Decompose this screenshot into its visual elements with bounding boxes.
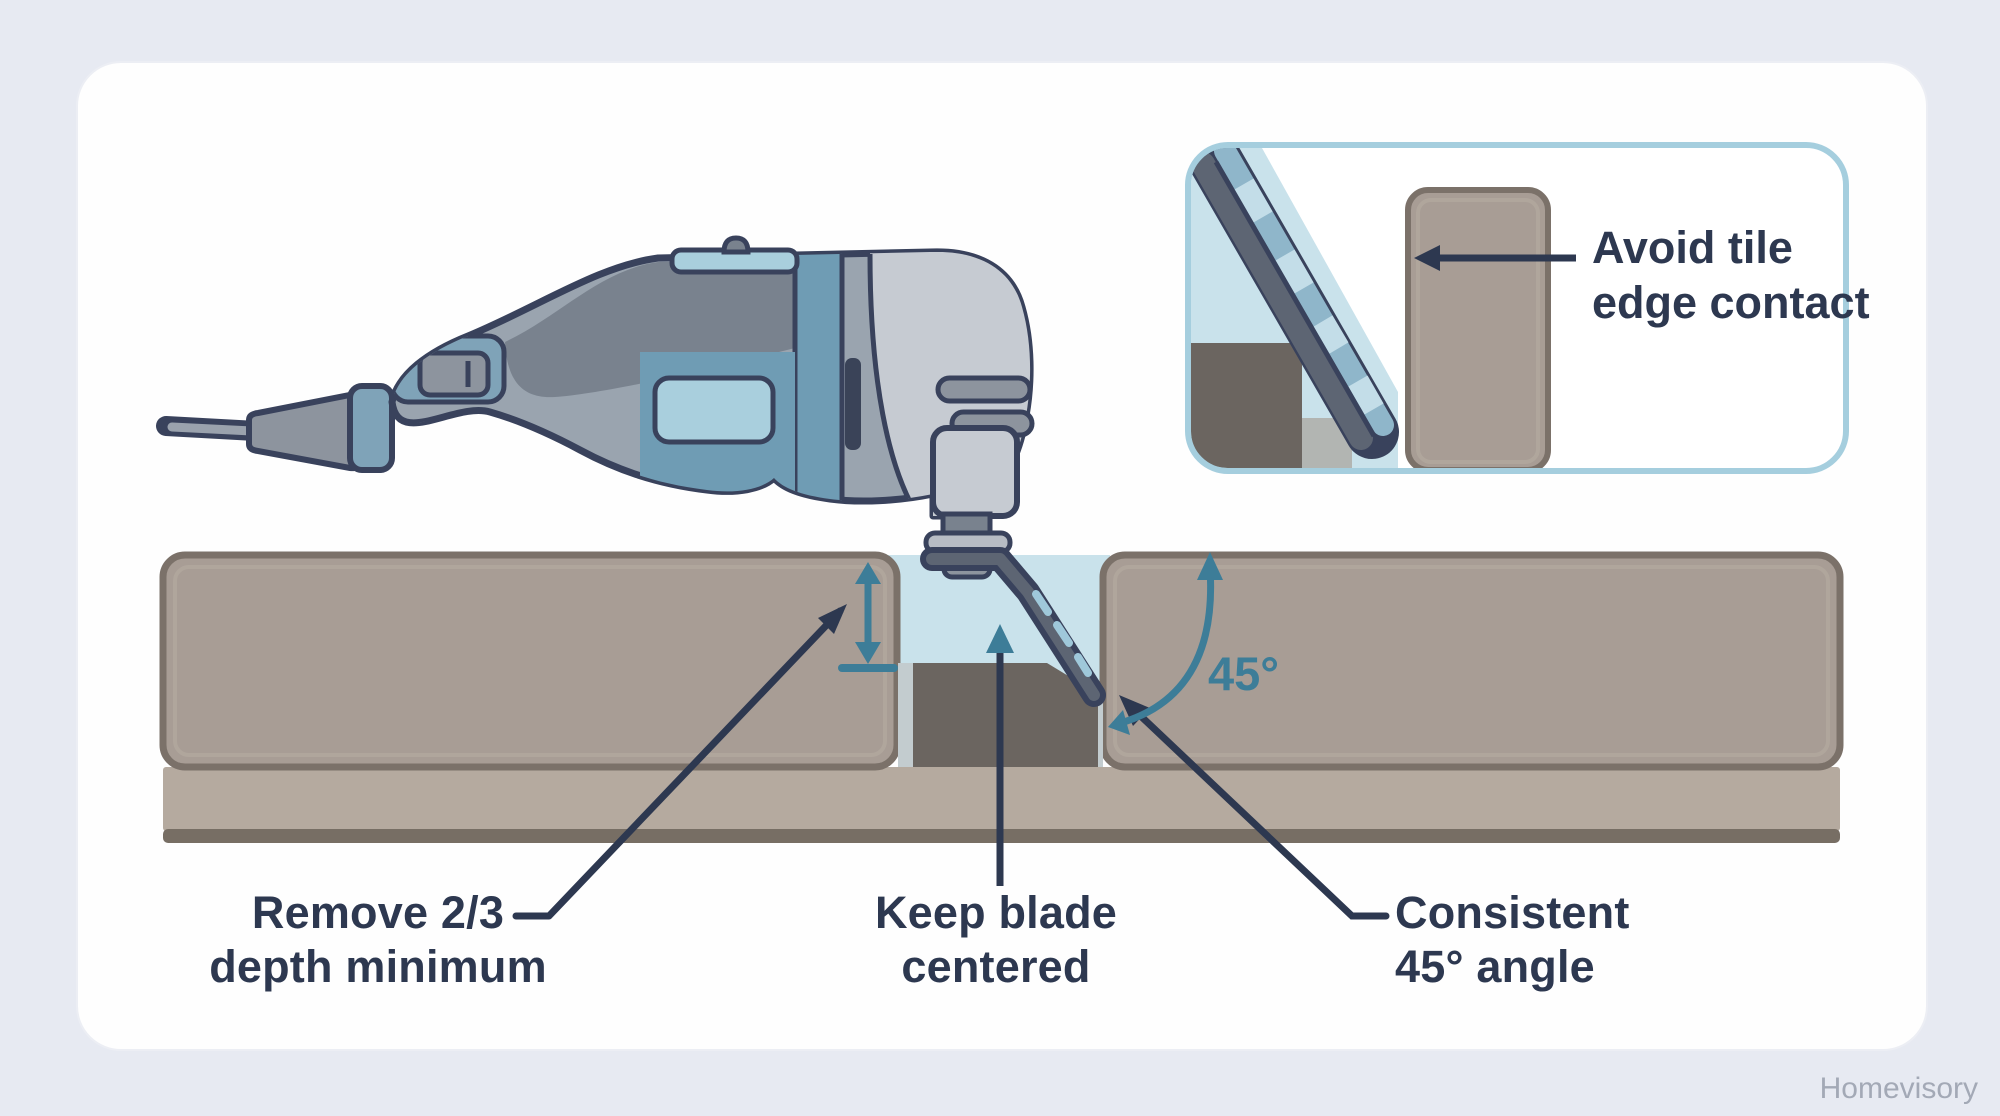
head-foot: [930, 425, 1020, 519]
groove-wall-left: [898, 663, 915, 767]
inset-callout-line1: Avoid tile: [1592, 222, 1793, 273]
inset-blade: [1191, 148, 1399, 459]
grip-window: [652, 375, 776, 445]
callout-depth-line2: depth minimum: [209, 941, 547, 992]
angle-measure-text: 45°: [1208, 647, 1280, 700]
callout-depth-line1: Remove 2/3: [251, 887, 505, 938]
callout-angle-line1: Consistent: [1395, 887, 1630, 938]
nose-vent: [935, 375, 1033, 404]
callout-depth: Remove 2/3 depth minimum: [158, 886, 598, 994]
inset-detail-panel: [1185, 142, 1849, 474]
inset-panel-border: [1185, 142, 1849, 474]
inset-tile: [1405, 187, 1551, 468]
power-cord: [156, 416, 266, 441]
left-tile: [159, 551, 901, 771]
angle-arc: [1108, 552, 1223, 735]
callout-centered: Keep blade centered: [776, 886, 1216, 994]
inset-arrow: [1414, 245, 1576, 271]
speed-switch: [417, 350, 491, 398]
cutting-blade: [920, 547, 1106, 707]
right-tile: [1099, 551, 1844, 771]
callout-angle-line2: 45° angle: [1395, 941, 1595, 992]
blue-band: [792, 251, 845, 508]
watermark: Homevisory: [1819, 1072, 1978, 1105]
inset-callout-line2: edge contact: [1592, 277, 1870, 328]
rear-collar: [347, 383, 395, 473]
top-bump: [721, 235, 751, 255]
leader-angle: [1119, 695, 1390, 920]
inset-grout: [1191, 343, 1302, 468]
depth-measure-arrow: [838, 562, 898, 672]
callout-centered-line2: centered: [901, 941, 1091, 992]
leader-centered: [986, 624, 1014, 886]
callout-centered-line1: Keep blade: [874, 887, 1118, 938]
inset-callout: Avoid tile edge contact: [1592, 220, 1870, 330]
remaining-grout-block: [913, 663, 1098, 767]
callout-angle: Consistent 45° angle: [1395, 886, 1630, 994]
vent-slot: [845, 358, 861, 450]
leader-depth: [512, 604, 847, 920]
